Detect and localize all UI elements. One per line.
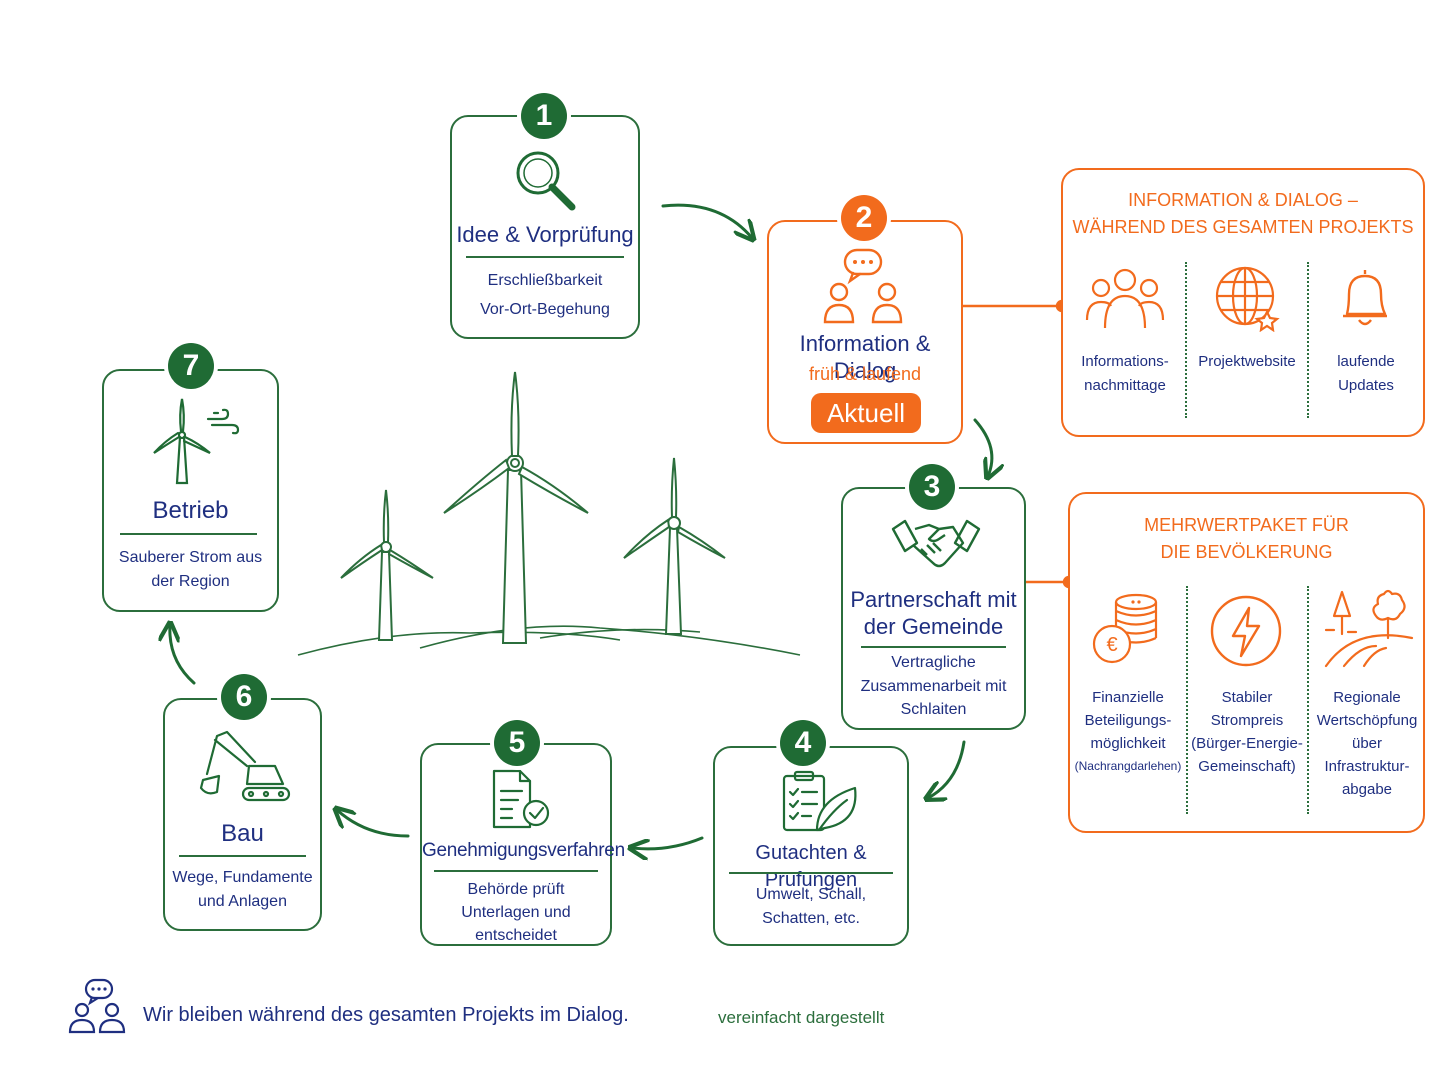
value-item-3-line-1: Regionale xyxy=(1333,689,1401,706)
step-7-divider xyxy=(120,533,257,535)
arrow-6-to-7 xyxy=(170,625,196,685)
value-item-2-line-2: Strompreis xyxy=(1210,712,1284,729)
document-check-icon xyxy=(492,769,550,829)
step-5-card: Genehmigungsverfahren Behörde prüft Unte… xyxy=(420,743,625,946)
wind-turbine-icon xyxy=(153,398,240,485)
step-3-divider xyxy=(861,646,1006,648)
info-dialog-panel: INFORMATION & DIALOG – WÄHREND DES GESAM… xyxy=(1061,168,1425,437)
step-4-card: Gutachten & Prüfungen Umwelt, Schall, Sc… xyxy=(713,746,909,946)
step-1-number: 1 xyxy=(521,93,567,139)
value-package-panel: MEHRWERTPAKET FÜR DIE BEVÖLKERUNG € Fina… xyxy=(1068,492,1425,833)
arrow-2-to-3 xyxy=(973,418,992,476)
step-5-line-3: entscheidet xyxy=(475,927,557,944)
value-item-3-line-5: abgabe xyxy=(1341,781,1393,798)
info-item-1-line-1: Informations- xyxy=(1081,353,1169,370)
value-panel-divider-2 xyxy=(1307,586,1309,814)
step-3-line-3: Schlaiten xyxy=(900,701,967,718)
step-3-number: 3 xyxy=(909,464,955,510)
step-4-divider xyxy=(729,872,893,874)
arrow-1-to-2 xyxy=(661,203,752,238)
info-panel-title-line-1: INFORMATION & DIALOG – xyxy=(1128,190,1358,210)
dialog-people-footer-icon xyxy=(68,978,126,1034)
value-item-2-line-4: Gemeinschaft) xyxy=(1198,758,1296,775)
step-7-line-2: der Region xyxy=(151,573,230,590)
info-panel-divider-2 xyxy=(1307,262,1309,418)
step-6-title: Bau xyxy=(221,820,264,847)
footer-dialog-text: Wir bleiben während des gesamten Projekt… xyxy=(143,1004,629,1026)
value-item-1-note: (Nachrangdarlehen) xyxy=(1074,759,1182,773)
step-2-number: 2 xyxy=(841,195,887,241)
step-1-card: Idee & Vorprüfung Erschließbarkeit Vor-O… xyxy=(450,115,640,339)
info-item-2-line-1: Projektwebsite xyxy=(1198,353,1296,370)
step-1-title: Idee & Vorprüfung xyxy=(456,222,634,247)
step-6-number: 6 xyxy=(221,674,267,720)
step-1-divider xyxy=(466,256,624,258)
step-5-number: 5 xyxy=(494,720,540,766)
value-panel-divider-1 xyxy=(1186,586,1188,814)
step-3-card: Partnerschaft mit der Gemeinde Vertragli… xyxy=(841,487,1026,730)
step-5-line-1: Behörde prüft xyxy=(467,881,565,898)
euro-coins-icon: € xyxy=(1092,593,1158,664)
excavator-icon xyxy=(199,730,291,802)
step-2-card: Information & Dialog früh & laufend Aktu… xyxy=(767,220,963,444)
value-item-2-line-1: Stabiler xyxy=(1221,689,1273,706)
step-3-line-1: Vertragliche xyxy=(891,654,976,671)
lightning-icon xyxy=(1210,595,1282,667)
magnifier-icon xyxy=(516,151,576,211)
value-item-2-line-3: (Bürger-Energie- xyxy=(1191,735,1303,752)
step-7-title: Betrieb xyxy=(152,497,229,524)
arrow-4-to-5 xyxy=(632,836,704,849)
step-2-subtitle: früh & laufend xyxy=(808,364,922,384)
hills xyxy=(297,625,801,656)
step-7-card: Betrieb Sauberer Strom aus der Region xyxy=(102,369,279,612)
step-4-number: 4 xyxy=(780,720,826,766)
info-panel-title-line-2: WÄHREND DES GESAMTEN PROJEKTS xyxy=(1072,217,1414,237)
step-4-line-1: Umwelt, Schall, xyxy=(755,886,867,903)
step-7-line-1: Sauberer Strom aus xyxy=(118,549,263,566)
step-6-line-1: Wege, Fundamente xyxy=(172,869,313,886)
step-4-line-2: Schatten, etc. xyxy=(762,910,860,927)
info-item-1-line-2: nachmittage xyxy=(1084,377,1166,394)
value-item-3-line-3: über xyxy=(1351,735,1383,752)
value-panel-title-line-2: DIE BEVÖLKERUNG xyxy=(1160,542,1333,562)
info-item-3-line-1: laufende xyxy=(1337,353,1395,370)
globe-icon xyxy=(1215,266,1280,332)
value-item-3-line-2: Wertschöpfung xyxy=(1316,712,1418,729)
step-3-title-line-1: Partnerschaft mit xyxy=(850,587,1017,612)
step-1-line-2: Vor-Ort-Begehung xyxy=(480,301,610,318)
step-3-title-line-2: der Gemeinde xyxy=(863,614,1004,639)
landscape-trees-icon xyxy=(1324,589,1414,668)
arrow-5-to-6 xyxy=(337,810,410,838)
current-status-badge: Aktuell xyxy=(811,393,921,433)
step-4-title: Gutachten & Prüfungen xyxy=(755,842,867,891)
step-6-card: Bau Wege, Fundamente und Anlagen xyxy=(163,698,322,931)
step-5-line-2: Unterlagen und xyxy=(461,904,571,921)
step-2-title: Information & Dialog xyxy=(799,331,931,383)
step-5-divider xyxy=(434,870,598,872)
handshake-icon xyxy=(891,519,981,568)
dialog-people-icon xyxy=(823,248,903,324)
info-panel-divider-1 xyxy=(1185,262,1187,418)
bell-icon xyxy=(1343,270,1387,326)
value-item-1-line-2: Beteiligungs- xyxy=(1084,712,1172,729)
value-item-1-line-1: Finanzielle xyxy=(1092,689,1164,706)
svg-text:€: € xyxy=(1106,634,1117,656)
value-item-1-line-3: möglichkeit xyxy=(1090,735,1166,752)
footer-note: vereinfacht dargestellt xyxy=(718,1008,885,1027)
step-7-number: 7 xyxy=(168,343,214,389)
value-item-3-line-4: Infrastruktur- xyxy=(1324,758,1410,775)
arrow-3-to-4 xyxy=(928,740,966,798)
people-group-icon xyxy=(1085,268,1165,329)
step-5-title: Genehmigungsverfahren xyxy=(422,840,625,861)
checklist-leaf-icon xyxy=(782,770,857,832)
step-1-line-1: Erschließbarkeit xyxy=(487,272,603,289)
step-6-line-2: und Anlagen xyxy=(198,893,287,910)
info-item-3-line-2: Updates xyxy=(1338,377,1394,394)
step-6-divider xyxy=(179,855,306,857)
wind-turbines-illustration xyxy=(340,371,726,644)
step-3-line-2: Zusammenarbeit mit xyxy=(860,678,1007,695)
value-panel-title-line-1: MEHRWERTPAKET FÜR xyxy=(1144,515,1349,535)
